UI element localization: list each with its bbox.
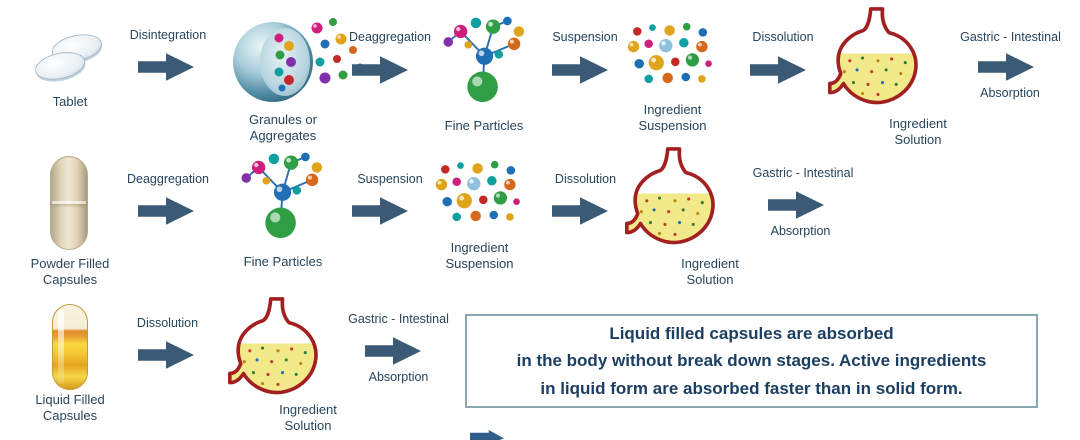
absorption-label: Absorption: [980, 86, 1040, 100]
arrow-icon: [138, 197, 194, 225]
absorption-label: Absorption: [770, 224, 831, 238]
arrow-icon: [352, 197, 408, 225]
stomach-icon: [828, 6, 928, 111]
fine-particles-icon: [442, 15, 526, 104]
stage-label-ingredient-solution: Ingredient Solution: [681, 256, 739, 288]
arrow-label-suspension: Suspension: [357, 172, 423, 186]
arrow-label-gastric-intestinal: Gastric - Intestinal: [752, 166, 854, 180]
arrow-icon: [365, 337, 421, 365]
suspension-icon: [435, 160, 520, 222]
stage-label-fine-particles: Fine Particles: [243, 254, 323, 269]
stage-label-fine-particles: Fine Particles: [444, 118, 524, 133]
absorption-label: Absorption: [368, 370, 429, 384]
stomach-icon: [625, 146, 725, 251]
cropped-arrow-fragment: [470, 430, 504, 440]
arrow-icon: [750, 56, 806, 84]
suspension-icon: [627, 22, 712, 84]
arrow-label-gastric-intestinal: Gastric - Intestinal: [960, 30, 1061, 44]
powder-capsule-icon: [50, 156, 88, 250]
arrow-icon: [552, 197, 608, 225]
arrow-icon: [138, 53, 194, 81]
arrow-icon: [138, 341, 194, 369]
arrow-label-deaggregation: Deaggregation: [348, 30, 431, 44]
stage-label-ingredient-suspension: Ingredient Suspension: [445, 240, 514, 272]
stomach-icon: [228, 296, 328, 401]
arrow-icon: [978, 53, 1034, 81]
arrow-label-disintegration: Disintegration: [129, 28, 207, 42]
arrow-label-dissolution: Dissolution: [554, 172, 617, 186]
granules-icon: [233, 18, 364, 102]
arrow-icon: [552, 56, 608, 84]
arrow-label-deaggregation: Deaggregation: [126, 172, 209, 186]
arrow-label-dissolution: Dissolution: [136, 316, 199, 330]
stage-label-granules: Granules or Aggregates: [249, 112, 317, 144]
stage-label-ingredient-solution: Ingredient Solution: [889, 116, 947, 148]
stage-label-ingredient-solution: Ingredient Solution: [279, 402, 337, 434]
arrow-label-suspension: Suspension: [552, 30, 618, 44]
source-label-liquid-capsules: Liquid Filled Capsules: [35, 392, 105, 424]
stage-label-ingredient-suspension: Ingredient Suspension: [638, 102, 707, 134]
liquid-capsule-icon: [52, 304, 88, 390]
arrow-icon: [768, 191, 824, 219]
arrow-label-gastric-intestinal: Gastric - Intestinal: [348, 312, 449, 326]
source-label-tablet: Tablet: [52, 94, 88, 109]
arrow-label-dissolution: Dissolution: [752, 30, 814, 44]
fine-particles-icon: [240, 151, 324, 240]
source-label-powder-capsules: Powder Filled Capsules: [30, 256, 110, 288]
note-box: Liquid filled capsules are absorbed in t…: [465, 314, 1038, 408]
tablet-icon: [29, 30, 108, 87]
